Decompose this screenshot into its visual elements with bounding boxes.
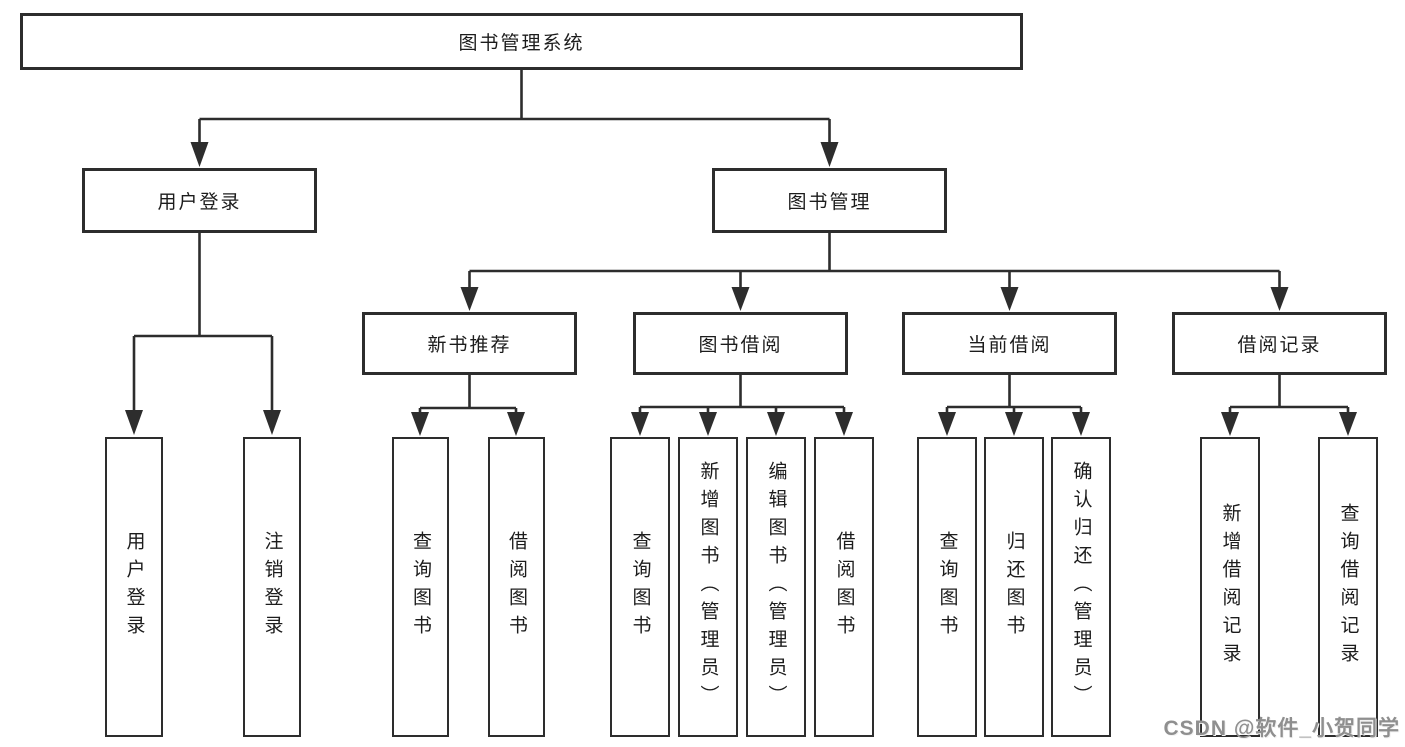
leaf-query-books-recommend: 查询图书 <box>392 437 449 737</box>
leaf-query-books-current: 查询图书 <box>917 437 977 737</box>
leaf-user-login-label: 用户登录 <box>123 531 145 643</box>
node-new-book-recommend-label: 新书推荐 <box>427 335 512 356</box>
node-book-management: 图书管理 <box>712 168 947 233</box>
node-current-borrow: 当前借阅 <box>902 312 1117 375</box>
leaf-return-books: 归还图书 <box>984 437 1044 737</box>
leaf-add-books-admin-label: 新增图书（管理员） <box>697 461 719 713</box>
node-new-book-recommend: 新书推荐 <box>362 312 577 375</box>
leaf-borrow-books-recommend-label: 借阅图书 <box>506 531 527 643</box>
leaf-edit-books-admin-label: 编辑图书（管理员） <box>765 461 787 713</box>
leaf-confirm-return-admin-label: 确认归还（管理员） <box>1070 461 1092 713</box>
node-borrow-records: 借阅记录 <box>1172 312 1387 375</box>
node-book-borrow: 图书借阅 <box>633 312 848 375</box>
leaf-query-books-recommend-label: 查询图书 <box>410 531 431 643</box>
leaf-borrow-books: 借阅图书 <box>814 437 874 737</box>
node-book-borrow-label: 图书借阅 <box>698 335 783 356</box>
node-current-borrow-label: 当前借阅 <box>967 335 1052 356</box>
leaf-query-borrow-record: 查询借阅记录 <box>1318 437 1378 737</box>
leaf-query-books-borrow-label: 查询图书 <box>629 531 651 643</box>
leaf-user-login: 用户登录 <box>105 437 163 737</box>
leaf-add-borrow-record-label: 新增借阅记录 <box>1219 503 1241 671</box>
node-book-management-label: 图书管理 <box>787 192 872 213</box>
leaf-add-books-admin: 新增图书（管理员） <box>678 437 738 737</box>
leaf-query-books-borrow: 查询图书 <box>610 437 670 737</box>
leaf-logout: 注销登录 <box>243 437 301 737</box>
node-borrow-records-label: 借阅记录 <box>1237 335 1322 356</box>
leaf-logout-label: 注销登录 <box>261 531 283 643</box>
leaf-edit-books-admin: 编辑图书（管理员） <box>746 437 806 737</box>
leaf-add-borrow-record: 新增借阅记录 <box>1200 437 1260 737</box>
leaf-confirm-return-admin: 确认归还（管理员） <box>1051 437 1111 737</box>
leaf-query-borrow-record-label: 查询借阅记录 <box>1337 503 1359 671</box>
leaf-query-books-current-label: 查询图书 <box>936 531 958 643</box>
node-user-login: 用户登录 <box>82 168 317 233</box>
node-user-login-label: 用户登录 <box>157 192 242 213</box>
leaf-return-books-label: 归还图书 <box>1003 531 1025 643</box>
leaf-borrow-books-label: 借阅图书 <box>833 531 855 643</box>
node-root-label: 图书管理系统 <box>458 33 585 54</box>
node-root-system: 图书管理系统 <box>20 13 1023 70</box>
leaf-borrow-books-recommend: 借阅图书 <box>488 437 545 737</box>
